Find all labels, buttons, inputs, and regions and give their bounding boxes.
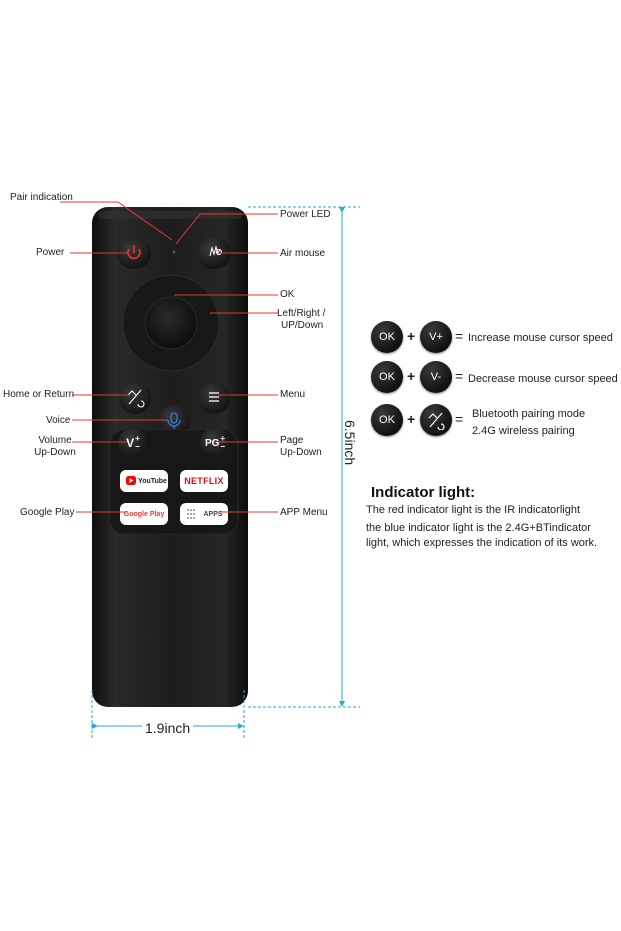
combo-text-pairing: Bluetooth pairing mode 2.4G wireless pai…: [472, 407, 585, 438]
volume-up-key: V+: [420, 321, 452, 353]
home-return-button-bg: [119, 382, 151, 414]
label-google-play: Google Play: [20, 507, 75, 518]
netflix-label: NETFLIX: [184, 476, 224, 486]
label-menu: Menu: [280, 389, 306, 400]
home-return-icon: [428, 412, 445, 430]
menu-button-bg: [198, 382, 230, 414]
ok-button: [144, 296, 198, 350]
volume-letter: V: [126, 436, 135, 450]
label-page-line2: Up-Down: [280, 447, 322, 458]
youtube-label: YouTube: [138, 477, 167, 485]
youtube-button: [120, 470, 168, 492]
apps-button: [180, 503, 228, 525]
apps-label: APPS: [203, 510, 223, 518]
volume-rocker: [118, 428, 148, 458]
label-navigation-line2: UP/Down: [281, 320, 324, 331]
plus-sign: +: [407, 328, 416, 344]
led-indicator: [172, 250, 176, 254]
ok-key: OK: [371, 321, 403, 353]
volume-button-label: V+−: [126, 434, 140, 451]
indicator-title: Indicator light:: [371, 484, 476, 501]
leader-lines: [60, 201, 278, 513]
home-return-icon: [127, 389, 145, 408]
indicator-line3: light, which expresses the indication of…: [366, 537, 598, 549]
google-play-button: [120, 503, 168, 525]
google-play-label: Google Play: [123, 510, 165, 518]
label-voice: Voice: [46, 415, 71, 426]
label-page: Page Up-Down: [280, 435, 322, 459]
label-home-or-return: Home or Return: [3, 389, 75, 400]
menu-icon: [209, 392, 219, 402]
combo-text-pairing-line1: Bluetooth pairing mode: [472, 408, 586, 420]
apps-grid-icon: [187, 509, 195, 519]
label-power: Power: [36, 247, 65, 258]
label-volume-line2: Up-Down: [34, 447, 76, 458]
label-power-led: Power LED: [280, 209, 331, 220]
label-app-menu: APP Menu: [280, 507, 328, 518]
page-button-label: PG+−: [204, 434, 226, 451]
combo-text-increase: Increase mouse cursor speed: [468, 332, 613, 344]
equals-sign: =: [455, 411, 464, 427]
equals-sign: =: [455, 328, 464, 344]
width-dimension: 1.9inch: [142, 720, 194, 736]
label-navigation-line1: Left/Right /: [277, 308, 326, 319]
plus-sign: +: [407, 411, 416, 427]
label-air-mouse: Air mouse: [280, 248, 326, 259]
page-letters: PG: [204, 437, 220, 449]
plus-sign: +: [407, 368, 416, 384]
height-dimension: 6.5inch: [342, 420, 358, 466]
equals-sign: =: [455, 368, 464, 384]
label-navigation: Left/Right / UP/Down: [277, 308, 325, 332]
ok-key: OK: [371, 361, 403, 393]
label-pair-indication: Pair indication: [10, 192, 73, 203]
label-volume-line1: Volume: [38, 435, 72, 446]
volume-down-key: V-: [420, 361, 452, 393]
page-rocker: [200, 428, 230, 458]
combo-text-pairing-line2: 2.4G wireless pairing: [472, 425, 575, 437]
power-icon: [127, 245, 141, 260]
indicator-line2: the blue indicator light is the 2.4G+BTi…: [366, 522, 591, 534]
label-page-line1: Page: [280, 435, 304, 446]
label-volume: Volume Up-Down: [24, 435, 86, 459]
home-return-key: [420, 404, 452, 436]
voice-button-bg: [158, 405, 190, 437]
label-ok: OK: [280, 289, 295, 300]
indicator-line1: The red indicator light is the IR indica…: [366, 504, 580, 516]
netflix-button: [180, 470, 228, 492]
microphone-icon: [167, 412, 181, 429]
combo-text-decrease: Decrease mouse cursor speed: [468, 373, 618, 385]
ok-key: OK: [371, 404, 403, 436]
